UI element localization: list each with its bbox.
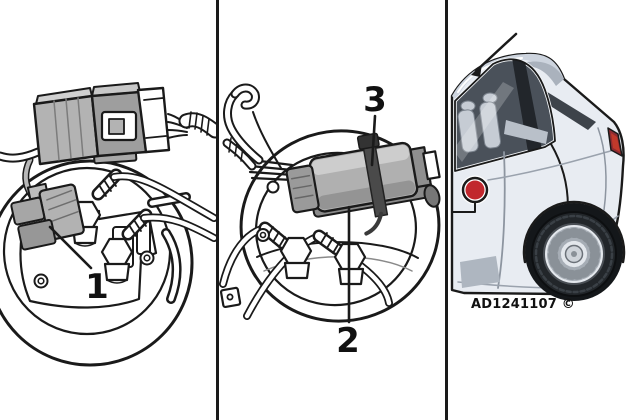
flange-screws [33,250,155,289]
rear-wheel [522,200,626,301]
callout-3-leader [370,114,377,167]
harness-connector-assembly [32,82,216,166]
callout-1-leader [48,225,93,270]
image-credit: AD1241107 © [471,297,575,312]
panel-divider-right [445,0,448,420]
panel-divider-left [216,0,219,420]
retaining-bracket [223,83,282,194]
tail-light [607,127,623,157]
fitted-connector-assembly [285,132,441,236]
c-pillar-trim [538,90,596,130]
panel-fuel-pump-connector-detail [0,82,216,367]
callout-1: 1 [85,267,109,307]
panel-fuel-pump-connector-fitted [219,83,441,324]
connector-grommet [423,184,441,208]
callout-2: 2 [336,321,360,361]
interior-through-glass [455,59,548,162]
location-marker [452,175,490,213]
pump-wiring-connector [10,182,85,251]
location-marker-leader [452,201,476,213]
door-lower-inset [460,256,500,288]
square-fastener [219,286,242,309]
roof-antenna [471,32,518,77]
cable-tie [356,132,389,236]
spoiler-underside [524,61,564,86]
panel-vehicle-location [450,32,626,301]
callout-3: 3 [363,80,387,120]
